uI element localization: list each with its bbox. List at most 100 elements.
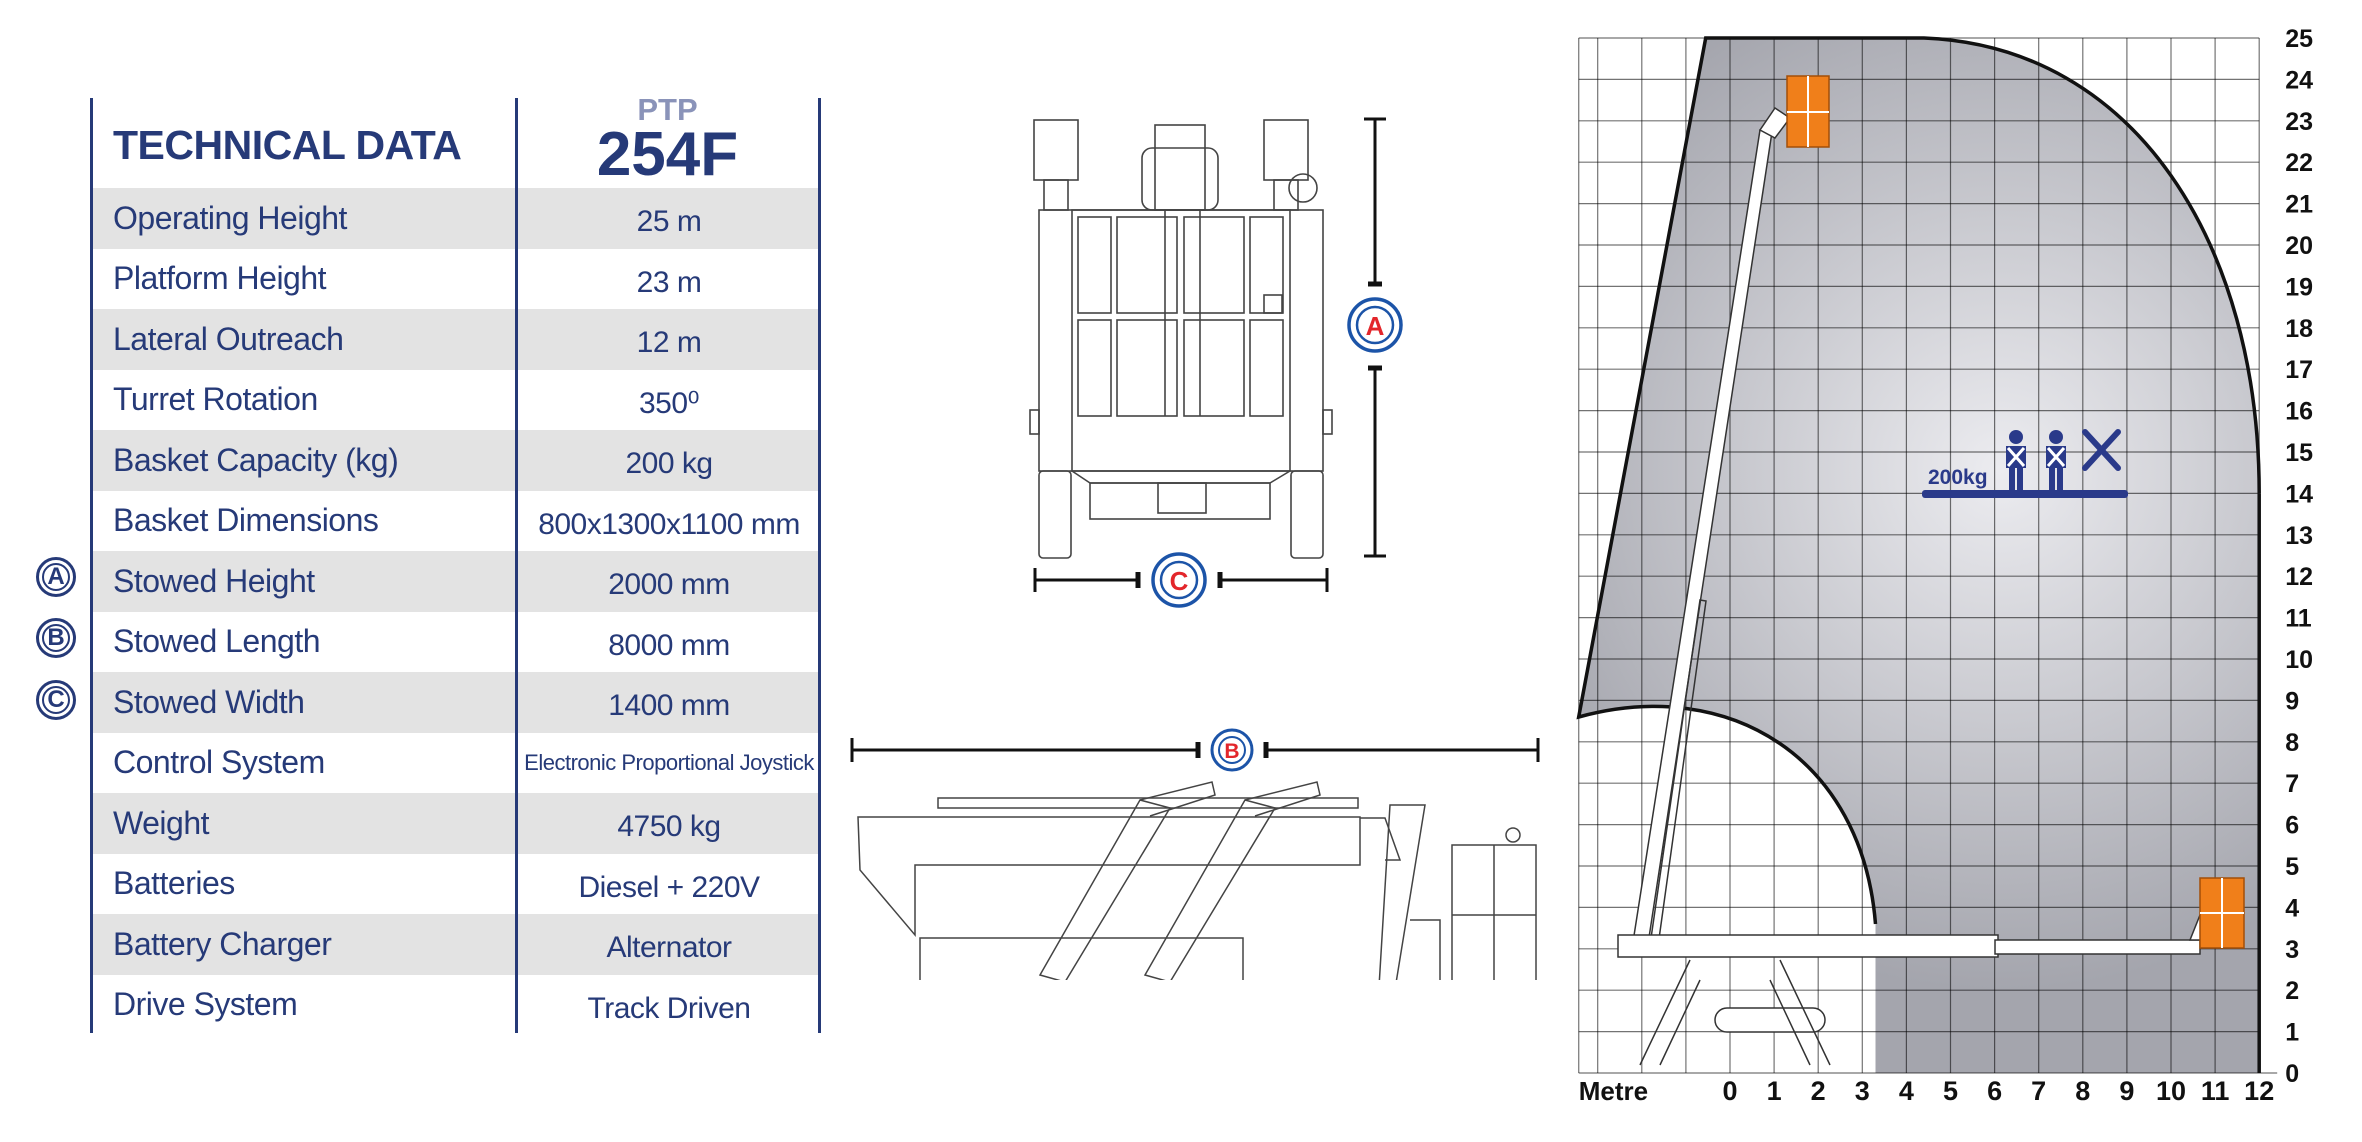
row-label: Drive System — [113, 986, 298, 1023]
x-tick-label: 5 — [1943, 1076, 1958, 1106]
worker-icon — [2046, 430, 2066, 492]
row-value: 200 kg — [625, 447, 713, 481]
x-tick-label: 8 — [2075, 1076, 2090, 1106]
marker-a: A — [36, 557, 76, 597]
table-row: Control System Electronic Proportional Jo… — [93, 733, 819, 794]
row-label: Battery Charger — [113, 925, 332, 962]
load-capacity-icon: 200kg — [1922, 429, 2128, 498]
x-tick-label: 11 — [2201, 1076, 2230, 1106]
row-value: 4750 kg — [617, 810, 721, 844]
y-tick-label: 3 — [2285, 936, 2299, 964]
model-name: 254F — [596, 120, 739, 189]
marker-b: B — [36, 618, 76, 658]
row-label: Weight — [113, 804, 210, 841]
row-label: Turret Rotation — [113, 381, 318, 418]
row-value: Electronic Proportional Joystick — [524, 750, 814, 776]
row-label: Lateral Outreach — [113, 320, 344, 357]
envelope-outline — [1576, 36, 2261, 925]
x-tick-label: 10 — [2156, 1076, 2186, 1106]
row-value: 2000 mm — [608, 568, 730, 602]
y-tick-label: 5 — [2285, 853, 2299, 881]
marker-c: C — [36, 680, 76, 720]
row-value: 12 m — [636, 326, 702, 360]
y-tick-label: 21 — [2285, 191, 2313, 219]
y-tick-label: 22 — [2285, 149, 2313, 177]
row-value: Diesel + 220V — [578, 870, 760, 904]
table-row: Turret Rotation 350⁰ — [93, 370, 819, 431]
marker-b-letter: B — [47, 624, 65, 651]
row-value: Alternator — [606, 931, 732, 965]
row-label: Stowed Width — [113, 683, 305, 720]
x-tick-label: 9 — [2119, 1076, 2134, 1106]
row-value: Track Driven — [587, 991, 751, 1025]
front-view-dimensions: A C — [1033, 117, 1403, 608]
y-tick-label: 25 — [2285, 25, 2313, 53]
row-label: Stowed Height — [113, 562, 315, 599]
row-value: 8000 mm — [608, 628, 730, 662]
x-tick-label: 4 — [1899, 1076, 1914, 1106]
marker-a-letter: A — [47, 563, 65, 590]
y-tick-label: 9 — [2285, 687, 2299, 715]
worker-icon — [2006, 430, 2026, 492]
dimension-marker-b: B — [1210, 728, 1254, 772]
y-tick-label: 13 — [2285, 522, 2313, 550]
side-view-drawing: B — [850, 728, 1540, 980]
row-label: Stowed Length — [113, 623, 321, 660]
x-tick-label: 3 — [1855, 1076, 1870, 1106]
y-tick-label: 6 — [2285, 812, 2299, 840]
x-tick-label: 2 — [1811, 1076, 1826, 1106]
model-prefix: PTP — [637, 92, 698, 127]
x-tick-label: 0 — [1722, 1076, 1737, 1106]
y-tick-label: 18 — [2285, 315, 2313, 343]
dimension-marker-a: A — [1347, 297, 1403, 353]
svg-text:C: C — [1170, 566, 1189, 596]
row-value: 800x1300x1100 mm — [538, 507, 800, 541]
table-row: Drive System Track Driven — [93, 975, 819, 1036]
table-row: Stowed Height 2000 mm — [93, 551, 819, 612]
x-tick-label: 12 — [2244, 1076, 2274, 1106]
y-tick-label: 8 — [2285, 729, 2299, 757]
row-label: Platform Height — [113, 260, 327, 297]
row-label: Basket Dimensions — [113, 502, 379, 539]
y-tick-label: 1 — [2285, 1019, 2299, 1047]
tools-icon — [2082, 429, 2121, 471]
y-tick-label: 10 — [2285, 646, 2313, 674]
marker-c-letter: C — [47, 686, 65, 713]
y-tick-label: 20 — [2285, 232, 2313, 260]
y-tick-label: 15 — [2285, 439, 2313, 467]
y-tick-label: 16 — [2285, 398, 2313, 426]
table-column-divider — [515, 98, 518, 1033]
table-row: Basket Dimensions 800x1300x1100 mm — [93, 491, 819, 552]
x-tick-label: 6 — [1987, 1076, 2002, 1106]
table-row: Battery Charger Alternator — [93, 914, 819, 975]
machine-in-envelope — [1617, 75, 2245, 1066]
x-tick-label: 7 — [2031, 1076, 2046, 1106]
y-tick-label: 4 — [2285, 894, 2299, 922]
x-axis-label: Metre — [1579, 1076, 1648, 1106]
row-value: 1400 mm — [608, 689, 730, 723]
front-view-drawing — [1029, 119, 1333, 559]
envelope-area — [1578, 38, 2260, 1073]
table-row: Stowed Width 1400 mm — [93, 672, 819, 733]
row-value: 350⁰ — [638, 387, 700, 421]
table-row: Weight 4750 kg — [93, 793, 819, 854]
table-row: Stowed Length 8000 mm — [93, 612, 819, 673]
svg-text:B: B — [1224, 740, 1239, 763]
table-title: TECHNICAL DATA — [113, 122, 462, 168]
dimension-marker-c: C — [1151, 552, 1207, 608]
row-label: Operating Height — [113, 199, 347, 236]
table-right-border — [818, 98, 821, 1033]
y-tick-label: 12 — [2285, 563, 2313, 591]
row-label: Control System — [113, 744, 325, 781]
y-tick-label: 17 — [2285, 356, 2313, 384]
y-tick-label: 24 — [2285, 66, 2313, 94]
y-tick-label: 14 — [2285, 480, 2313, 508]
y-tick-label: 11 — [2285, 605, 2312, 633]
row-label: Basket Capacity (kg) — [113, 441, 399, 478]
y-tick-label: 2 — [2285, 977, 2299, 1005]
svg-text:A: A — [1366, 311, 1385, 341]
